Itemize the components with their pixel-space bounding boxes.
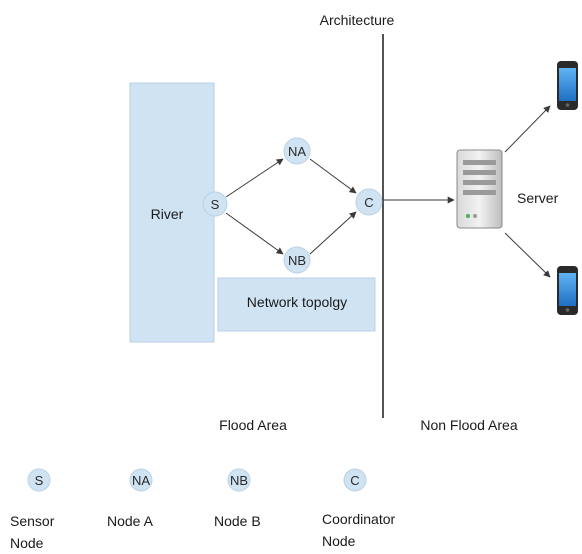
smartphone-icon-bottom xyxy=(557,266,578,315)
svg-text:NA: NA xyxy=(288,144,306,159)
legend-label: Sensor xyxy=(10,513,55,529)
node-b: NB xyxy=(283,246,311,274)
svg-text:C: C xyxy=(364,195,373,210)
edge-server-phone-top xyxy=(504,105,551,153)
svg-text:C: C xyxy=(350,473,359,488)
svg-text:NB: NB xyxy=(288,253,306,268)
legend: S Sensor Node NA Node A NB Node B C Coor… xyxy=(10,468,395,551)
network-topology-box xyxy=(217,277,376,332)
svg-text:S: S xyxy=(211,197,220,212)
network-topology-label: Network topolgy xyxy=(247,294,347,310)
edge-nb-c xyxy=(309,211,357,255)
non-flood-area-label: Non Flood Area xyxy=(420,417,517,433)
legend-item-sensor: S Sensor Node xyxy=(10,468,55,551)
server-label: Server xyxy=(517,190,559,206)
legend-label: Node xyxy=(322,533,356,549)
svg-text:NA: NA xyxy=(132,473,150,488)
river-area xyxy=(129,82,215,343)
node-a: NA xyxy=(283,137,311,165)
server-icon xyxy=(456,149,503,229)
legend-label: Node B xyxy=(214,513,261,529)
legend-item-node-b: NB Node B xyxy=(214,468,261,529)
legend-item-node-a: NA Node A xyxy=(107,468,154,529)
edge-s-na xyxy=(225,158,284,198)
edge-s-nb xyxy=(225,212,284,255)
coordinator-node: C xyxy=(355,188,383,216)
legend-label: Node A xyxy=(107,513,154,529)
legend-item-coordinator: C Coordinator Node xyxy=(322,468,395,549)
river-label: River xyxy=(151,206,184,222)
smartphone-icon-top xyxy=(557,61,578,110)
flood-area-label: Flood Area xyxy=(219,417,287,433)
diagram-title: Architecture xyxy=(320,12,395,28)
legend-label: Coordinator xyxy=(322,511,395,527)
svg-text:S: S xyxy=(35,473,44,488)
sensor-node: S xyxy=(202,191,228,217)
edge-server-phone-bottom xyxy=(504,232,551,278)
svg-text:NB: NB xyxy=(230,473,248,488)
legend-label: Node xyxy=(10,535,44,551)
edge-na-c xyxy=(309,158,357,194)
